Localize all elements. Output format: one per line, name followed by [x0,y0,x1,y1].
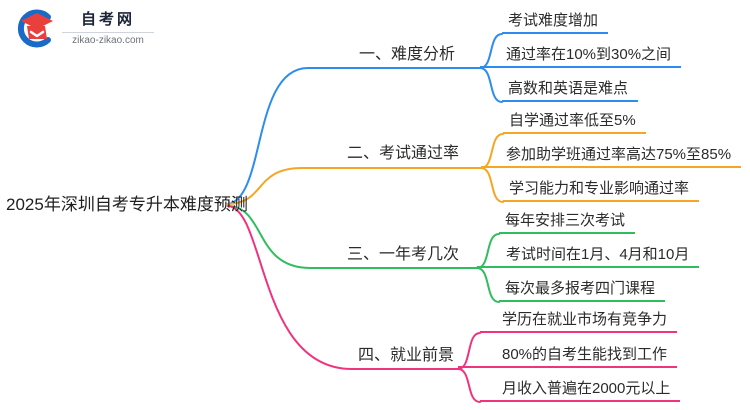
graduation-cap-icon [17,9,53,48]
subitem-label: 考试时间在1月、4月和10月 [477,244,700,268]
branch-label-3: 三、一年考几次 [346,246,459,263]
site-logo: 自考网 zikao-zikao.com [14,8,154,50]
site-name: 自考网 [80,11,135,28]
subitem-label: 高数和英语是难点 [502,78,639,102]
subitem-connector [457,368,481,403]
subitem-label: 参加助学班通过率高达75%至85% [481,144,742,168]
site-url: zikao-zikao.com [72,35,144,46]
branch-connector [227,205,478,269]
subitem-label: 每次最多报考四门课程 [499,278,666,302]
subitem-label: 通过率在10%到30%之间 [480,44,682,68]
logo-divider [62,32,154,33]
branch-connector [227,167,482,205]
branch-label-4: 四、就业前景 [357,347,454,364]
branch-connector [227,205,459,370]
branch-connector [227,67,481,205]
subitem-label: 每年安排三次考试 [499,210,636,234]
root-topic: 2025年深圳自考专升本难度预测 [6,195,248,214]
subitem-connector [476,267,500,303]
logo-text-block: 自考网 zikao-zikao.com [62,11,154,47]
subitem-label: 学历在就业市场有竞争力 [480,309,678,333]
branch-label-2: 二、考试通过率 [346,145,459,162]
branch-label-1: 一、难度分析 [358,46,455,63]
subitem-label: 80%的自考生能找到工作 [458,344,678,368]
subitem-label: 学习能力和专业影响通过率 [503,178,700,202]
subitem-connector [480,167,504,203]
subitem-label: 月收入普遍在2000元以上 [480,378,681,402]
subitem-label: 考试难度增加 [502,10,609,34]
subitem-label: 自学通过率低至5% [503,110,646,134]
subitem-connector [479,67,503,103]
